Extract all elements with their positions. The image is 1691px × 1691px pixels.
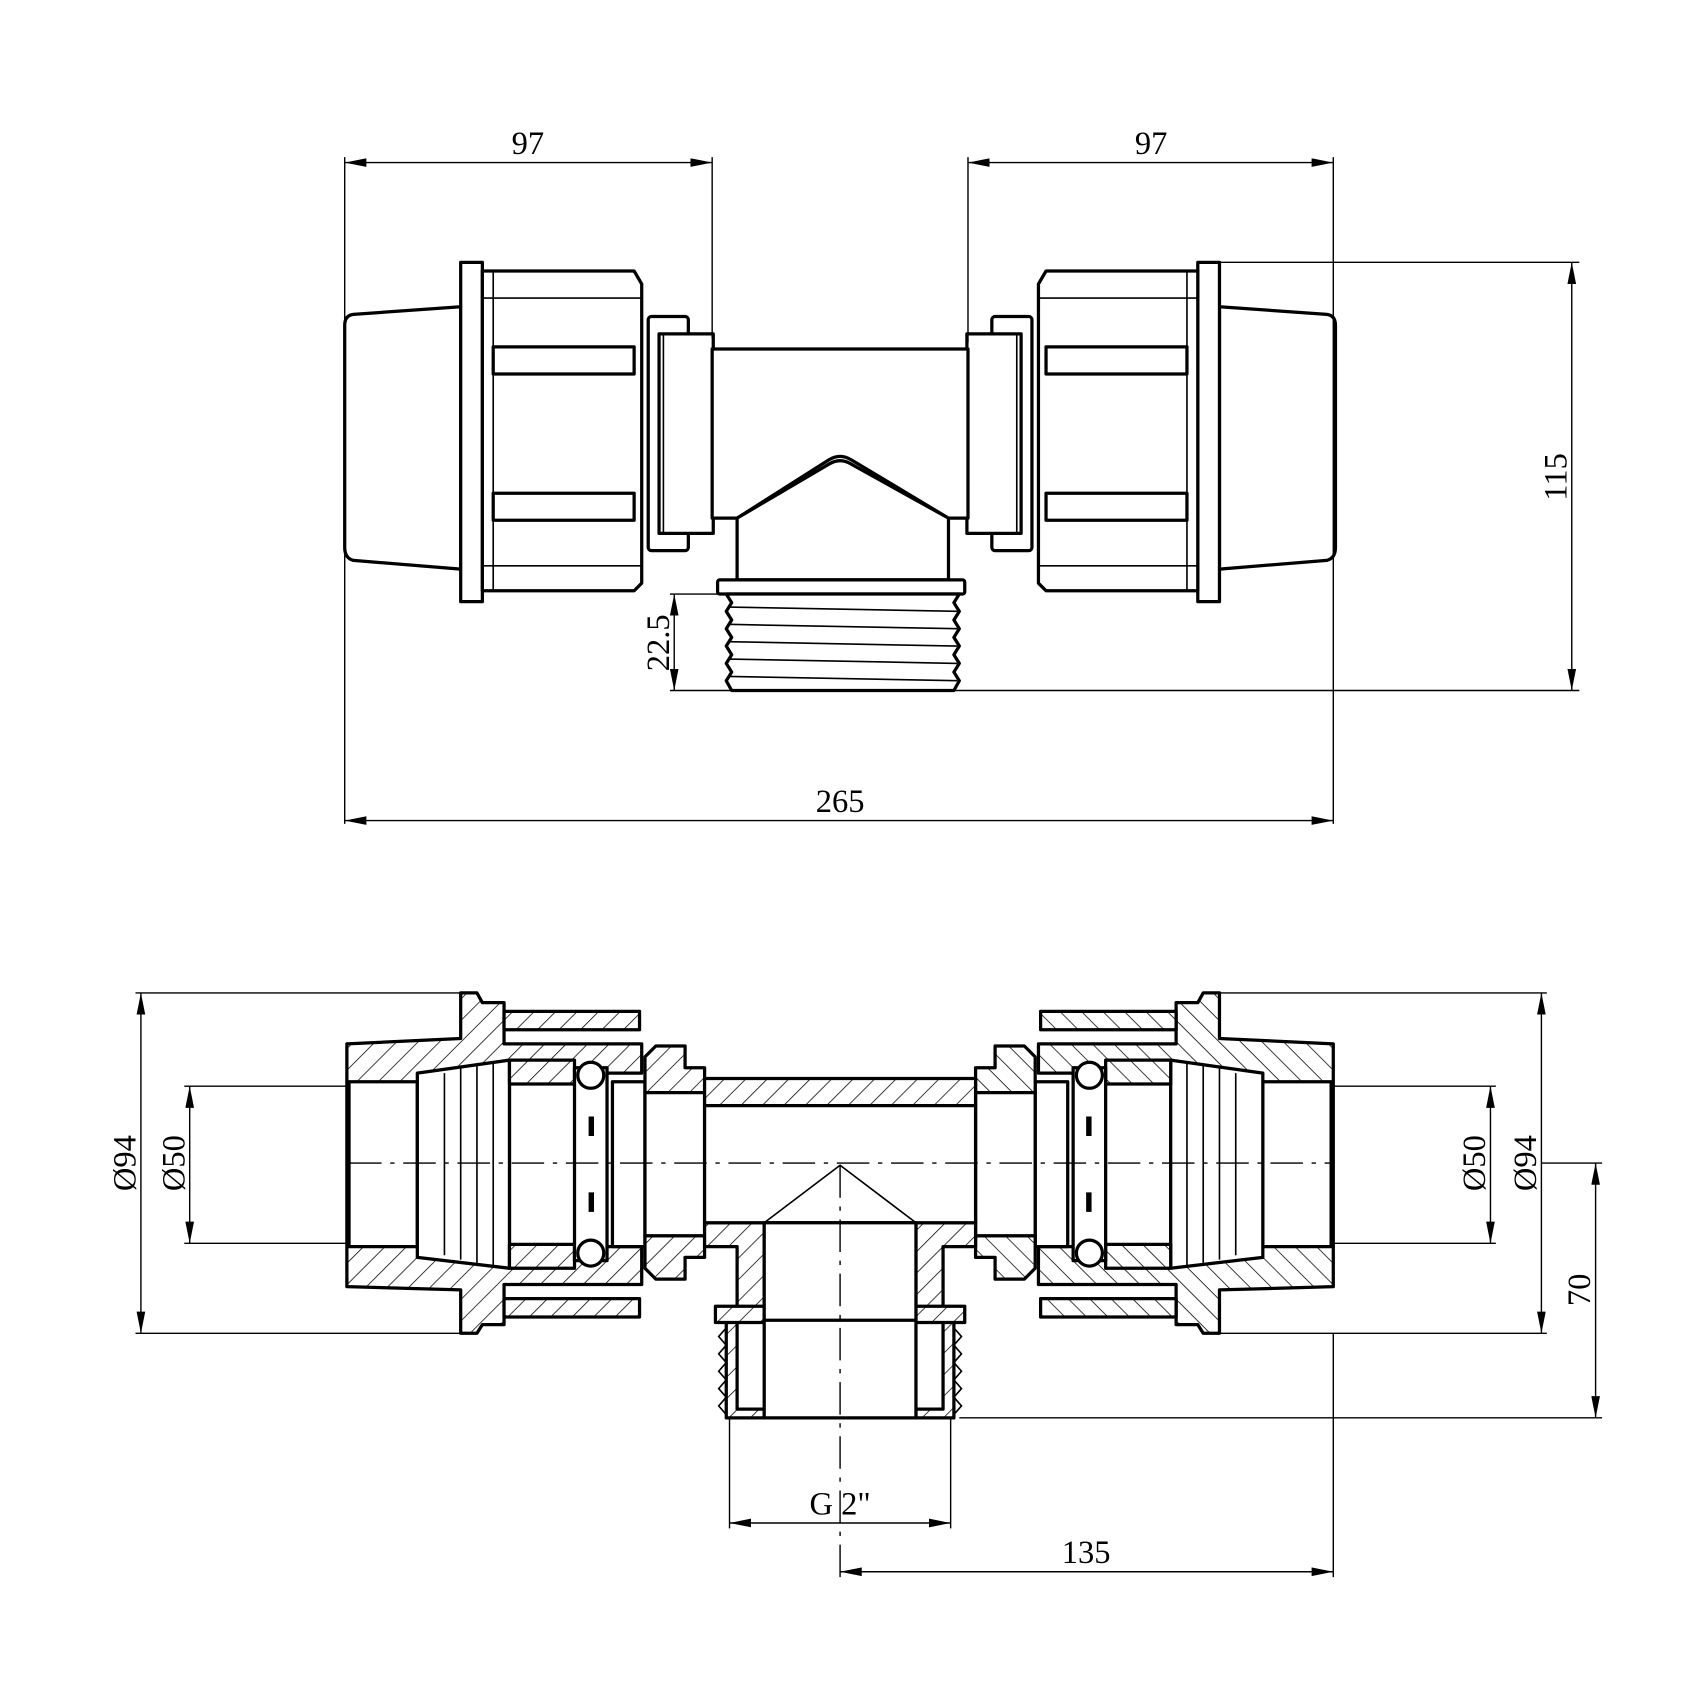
section-tee-body [702, 1076, 978, 1420]
dim-label: Ø94 [1508, 1135, 1544, 1191]
dim-label: 97 [512, 126, 544, 162]
dim-left-diameter-50: Ø50 [156, 1085, 350, 1245]
top-tee-body [710, 347, 970, 693]
dim-label: 135 [1062, 1535, 1111, 1571]
top-right-coupling [965, 260, 1338, 604]
dim-265: 265 [344, 784, 1334, 825]
dim-label: 115 [1538, 453, 1574, 501]
section-view: Ø94 Ø50 Ø50 Ø94 70 [107, 991, 1603, 1578]
top-view: 97 97 265 115 22.5 [343, 126, 1580, 825]
dim-g2-thread: G 2" [728, 1417, 952, 1529]
dim-70: 70 [959, 1162, 1603, 1419]
dim-135: 135 [840, 1333, 1334, 1578]
dim-label: Ø94 [107, 1135, 143, 1191]
dim-97-left: 97 [343, 126, 713, 824]
dim-label: 265 [816, 784, 865, 820]
dim-label: Ø50 [156, 1135, 192, 1191]
dim-label: 22.5 [641, 614, 677, 671]
dim-115: 115 [669, 261, 1580, 692]
dim-right-diameter-50: Ø50 [1331, 1085, 1496, 1245]
top-left-coupling [343, 260, 715, 604]
dim-97-right: 97 [967, 126, 1334, 824]
dim-label: G 2" [810, 1486, 871, 1522]
dim-22-5: 22.5 [641, 593, 721, 691]
dim-label: 70 [1562, 1274, 1598, 1306]
dim-left-diameter-94: Ø94 [107, 992, 477, 1334]
dim-label: Ø50 [1457, 1135, 1493, 1191]
dim-right-diameter-94: Ø94 [1203, 992, 1547, 1334]
dim-label: 97 [1135, 126, 1168, 162]
